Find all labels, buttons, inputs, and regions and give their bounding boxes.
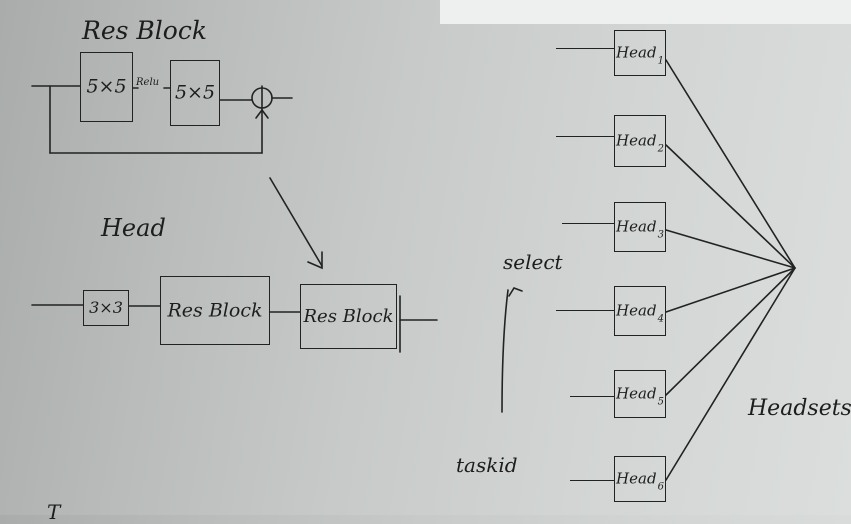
fan-line-1 — [665, 59, 796, 269]
select-arrow-head — [508, 287, 523, 297]
head2-name: Head — [616, 131, 657, 150]
head2-index: 2 — [657, 143, 664, 155]
taskid-label: taskid — [456, 453, 518, 477]
head5-input-line — [570, 396, 614, 397]
head-resblock1-label: Res Block — [167, 299, 263, 321]
relu-label: Relu — [136, 77, 160, 88]
head3-box: Head3 — [614, 202, 666, 252]
head-title: Head — [101, 214, 166, 242]
head2-box: Head2 — [614, 115, 666, 167]
head3-index: 3 — [657, 229, 664, 241]
head4-name: Head — [616, 301, 657, 320]
overexposed-glare — [440, 0, 851, 24]
head-conv-box: 3×3 — [83, 290, 129, 326]
head3-label: Head3 — [615, 217, 665, 240]
resblock-conv2-box: 5×5 — [170, 60, 220, 126]
head1-label: Head1 — [615, 43, 665, 66]
head5-name: Head — [616, 384, 657, 403]
resblock-conv1-label: 5×5 — [86, 75, 127, 98]
head1-index: 1 — [657, 55, 664, 67]
expansion-arrow-head — [307, 251, 323, 270]
head6-input-line — [570, 480, 614, 481]
head4-index: 4 — [657, 313, 664, 325]
head4-box: Head4 — [614, 286, 666, 336]
fan-line-2 — [665, 144, 796, 269]
head4-input-line — [556, 310, 614, 311]
head1-input-line — [556, 48, 614, 49]
head4-label: Head4 — [615, 301, 665, 324]
head1-box: Head1 — [614, 30, 666, 76]
resblock-conv1-box: 5×5 — [80, 52, 133, 122]
fan-line-6 — [665, 267, 796, 481]
fan-line-3 — [665, 229, 796, 269]
head3-name: Head — [616, 217, 657, 236]
head5-box: Head5 — [614, 370, 666, 418]
headsets-label: Headsets — [748, 396, 851, 421]
fan-line-5 — [665, 267, 796, 396]
head2-label: Head2 — [615, 131, 665, 154]
head1-name: Head — [616, 43, 657, 62]
head-resblock2-label: Res Block — [303, 305, 394, 327]
head5-index: 5 — [657, 396, 664, 408]
head6-box: Head6 — [614, 456, 666, 502]
resblock-title: Res Block — [82, 16, 207, 45]
head6-name: Head — [616, 469, 657, 488]
head2-input-line — [556, 136, 614, 137]
head6-index: 6 — [657, 481, 664, 493]
bottom-fragment-text: T — [47, 500, 61, 524]
select-arrow-shaft — [501, 289, 509, 413]
head3-input-line — [562, 223, 614, 224]
head-conv-label: 3×3 — [89, 298, 123, 317]
head-resblock2-box: Res Block — [300, 284, 397, 349]
head5-label: Head5 — [615, 384, 665, 407]
resblock-conv2-label: 5×5 — [174, 81, 216, 104]
head-resblock1-box: Res Block — [160, 276, 270, 345]
select-label: select — [503, 250, 563, 274]
fan-line-4 — [665, 267, 796, 313]
head6-label: Head6 — [615, 469, 665, 492]
expansion-arrow-shaft — [269, 177, 323, 267]
